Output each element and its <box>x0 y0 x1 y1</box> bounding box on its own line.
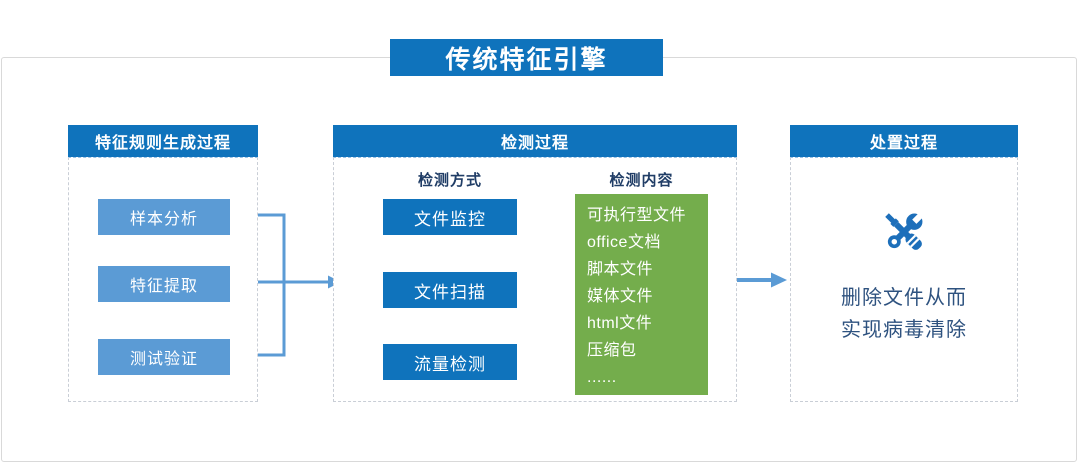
method-box-file-monitoring: 文件监控 <box>383 199 517 235</box>
disposal-text-line1: 删除文件从而 <box>841 287 967 309</box>
tools-icon <box>885 211 925 250</box>
detection-methods-label: 检测方式 <box>417 172 482 189</box>
tools-icon-wrap <box>791 208 1017 256</box>
content-item: 可执行型文件 <box>587 207 687 224</box>
method-box-traffic-detection: 流量检测 <box>383 344 517 380</box>
step-box-sample-analysis: 样本分析 <box>98 199 230 235</box>
detection-content-box: 可执行型文件 office文档 脚本文件 媒体文件 html文件 压缩包 ...… <box>575 194 708 395</box>
section-disposal: 处置过程 <box>790 125 1018 402</box>
section-generation: 特征规则生成过程 样本分析 特征提取 测试验证 <box>68 125 258 402</box>
disposal-description: 删除文件从而 实现病毒清除 <box>791 282 1017 346</box>
content-item: 压缩包 <box>587 342 637 359</box>
section-body-disposal: 删除文件从而 实现病毒清除 <box>790 157 1018 402</box>
step-box-feature-extraction: 特征提取 <box>98 266 230 302</box>
section-header-detection: 检测过程 <box>333 125 737 157</box>
content-item: office文档 <box>587 234 661 251</box>
section-detection: 检测过程 检测方式 检测内容 文件监控 文件扫描 流量检测 可执行型文件 off… <box>333 125 737 402</box>
section-body-detection: 检测方式 检测内容 文件监控 文件扫描 流量检测 可执行型文件 office文档… <box>333 157 737 402</box>
content-item: html文件 <box>587 315 653 332</box>
section-header-generation: 特征规则生成过程 <box>68 125 258 157</box>
section-body-generation: 样本分析 特征提取 测试验证 <box>68 157 258 402</box>
method-box-file-scanning: 文件扫描 <box>383 272 517 308</box>
section-header-disposal: 处置过程 <box>790 125 1018 157</box>
content-item: ...... <box>587 369 617 386</box>
content-item: 脚本文件 <box>587 261 654 278</box>
disposal-text-line2: 实现病毒清除 <box>841 319 967 341</box>
content-item: 媒体文件 <box>587 288 654 305</box>
detection-content-label: 检测内容 <box>609 172 674 189</box>
step-box-test-verification: 测试验证 <box>98 339 230 375</box>
title-banner: 传统特征引擎 <box>390 39 663 76</box>
